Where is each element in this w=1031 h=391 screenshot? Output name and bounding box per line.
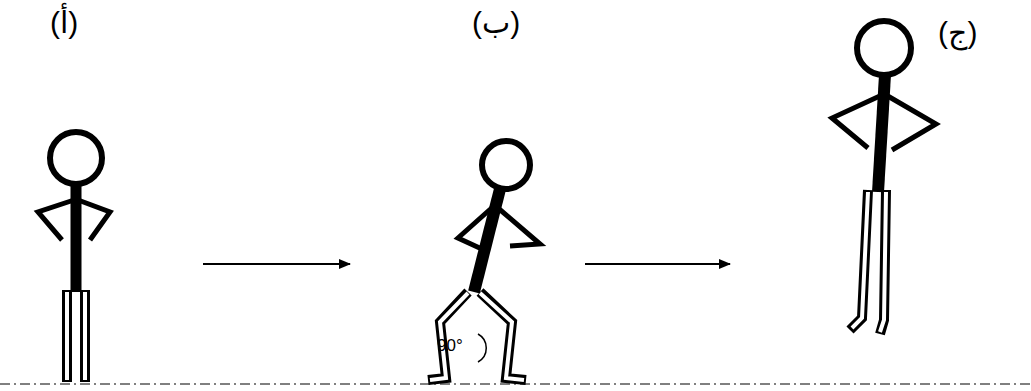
angle-label: 90° xyxy=(437,337,463,356)
panel-label: (ج) xyxy=(938,16,977,49)
sequence-arrow xyxy=(585,263,730,265)
sequence-arrow xyxy=(203,263,350,265)
squatting-figure xyxy=(428,141,540,380)
panel-label: (أ) xyxy=(50,6,78,39)
panel-label: (ب) xyxy=(472,6,520,39)
jumping-figure xyxy=(832,21,936,334)
standing-figure xyxy=(38,132,110,382)
